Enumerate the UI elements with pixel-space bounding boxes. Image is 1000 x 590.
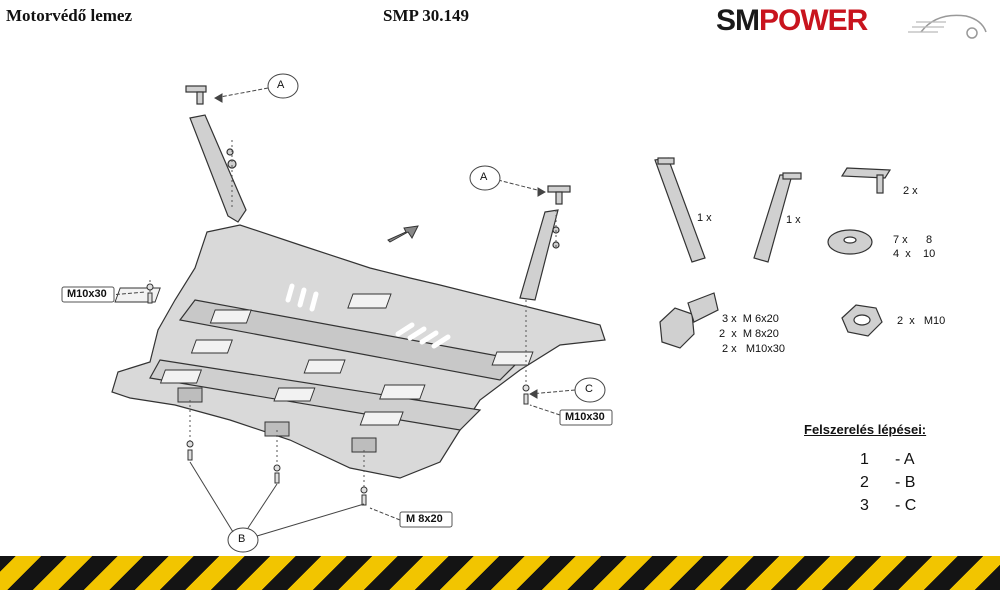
clip-qty: 2 x xyxy=(903,185,918,197)
bolt-label-frames xyxy=(61,286,613,528)
plate-slots xyxy=(285,283,451,349)
step-2-label: - B xyxy=(895,474,916,491)
document-title: Motorvédő lemez xyxy=(6,6,133,25)
logo-car-icon xyxy=(908,14,987,39)
hazard-stripe-footer xyxy=(0,556,1000,590)
bracket2-qty: 1 x xyxy=(786,214,801,226)
washer-qty-line2: 4 x 10 xyxy=(893,248,936,260)
plate-vents xyxy=(114,287,534,426)
logo-part-sm: SM xyxy=(716,4,760,37)
direction-arrow xyxy=(387,225,419,243)
logo-part-power: POWER xyxy=(759,4,868,37)
bolts-line1: 3 x M 6x20 xyxy=(722,313,779,325)
step-3-label: - C xyxy=(895,497,917,514)
step-1-number: 1 xyxy=(860,451,869,468)
bracket1-qty: 1 x xyxy=(697,212,712,224)
callout-graphics xyxy=(109,73,606,553)
step-3-number: 3 xyxy=(860,497,869,514)
bolt-label-bottom: M 8x20 xyxy=(406,513,443,525)
callout-a-right: A xyxy=(480,171,488,183)
right-bracket xyxy=(519,185,571,301)
callout-c: C xyxy=(585,383,593,395)
nut-qty: 2 x M10 xyxy=(897,315,946,327)
smpower-logo: SMPOWER xyxy=(716,4,988,44)
mount-pads xyxy=(177,387,377,453)
step-1-label: - A xyxy=(895,451,915,468)
bolts-line3: 2 x M10x30 xyxy=(722,343,785,355)
bolt-label-right: M10x30 xyxy=(565,411,605,423)
product-code: SMP 30.149 xyxy=(383,6,469,25)
steps-title: Felszerelés lépései: xyxy=(804,422,927,437)
left-bracket xyxy=(185,85,247,223)
bolts-line2: 2 x M 8x20 xyxy=(719,328,779,340)
bolt-label-left: M10x30 xyxy=(67,288,107,300)
callout-b: B xyxy=(238,533,246,545)
washer-qty-line1: 7 x 8 xyxy=(893,234,933,246)
step-2-number: 2 xyxy=(860,474,869,491)
fasteners xyxy=(146,283,530,506)
parts-list-drawings xyxy=(654,157,892,349)
callout-a-left: A xyxy=(277,79,285,91)
